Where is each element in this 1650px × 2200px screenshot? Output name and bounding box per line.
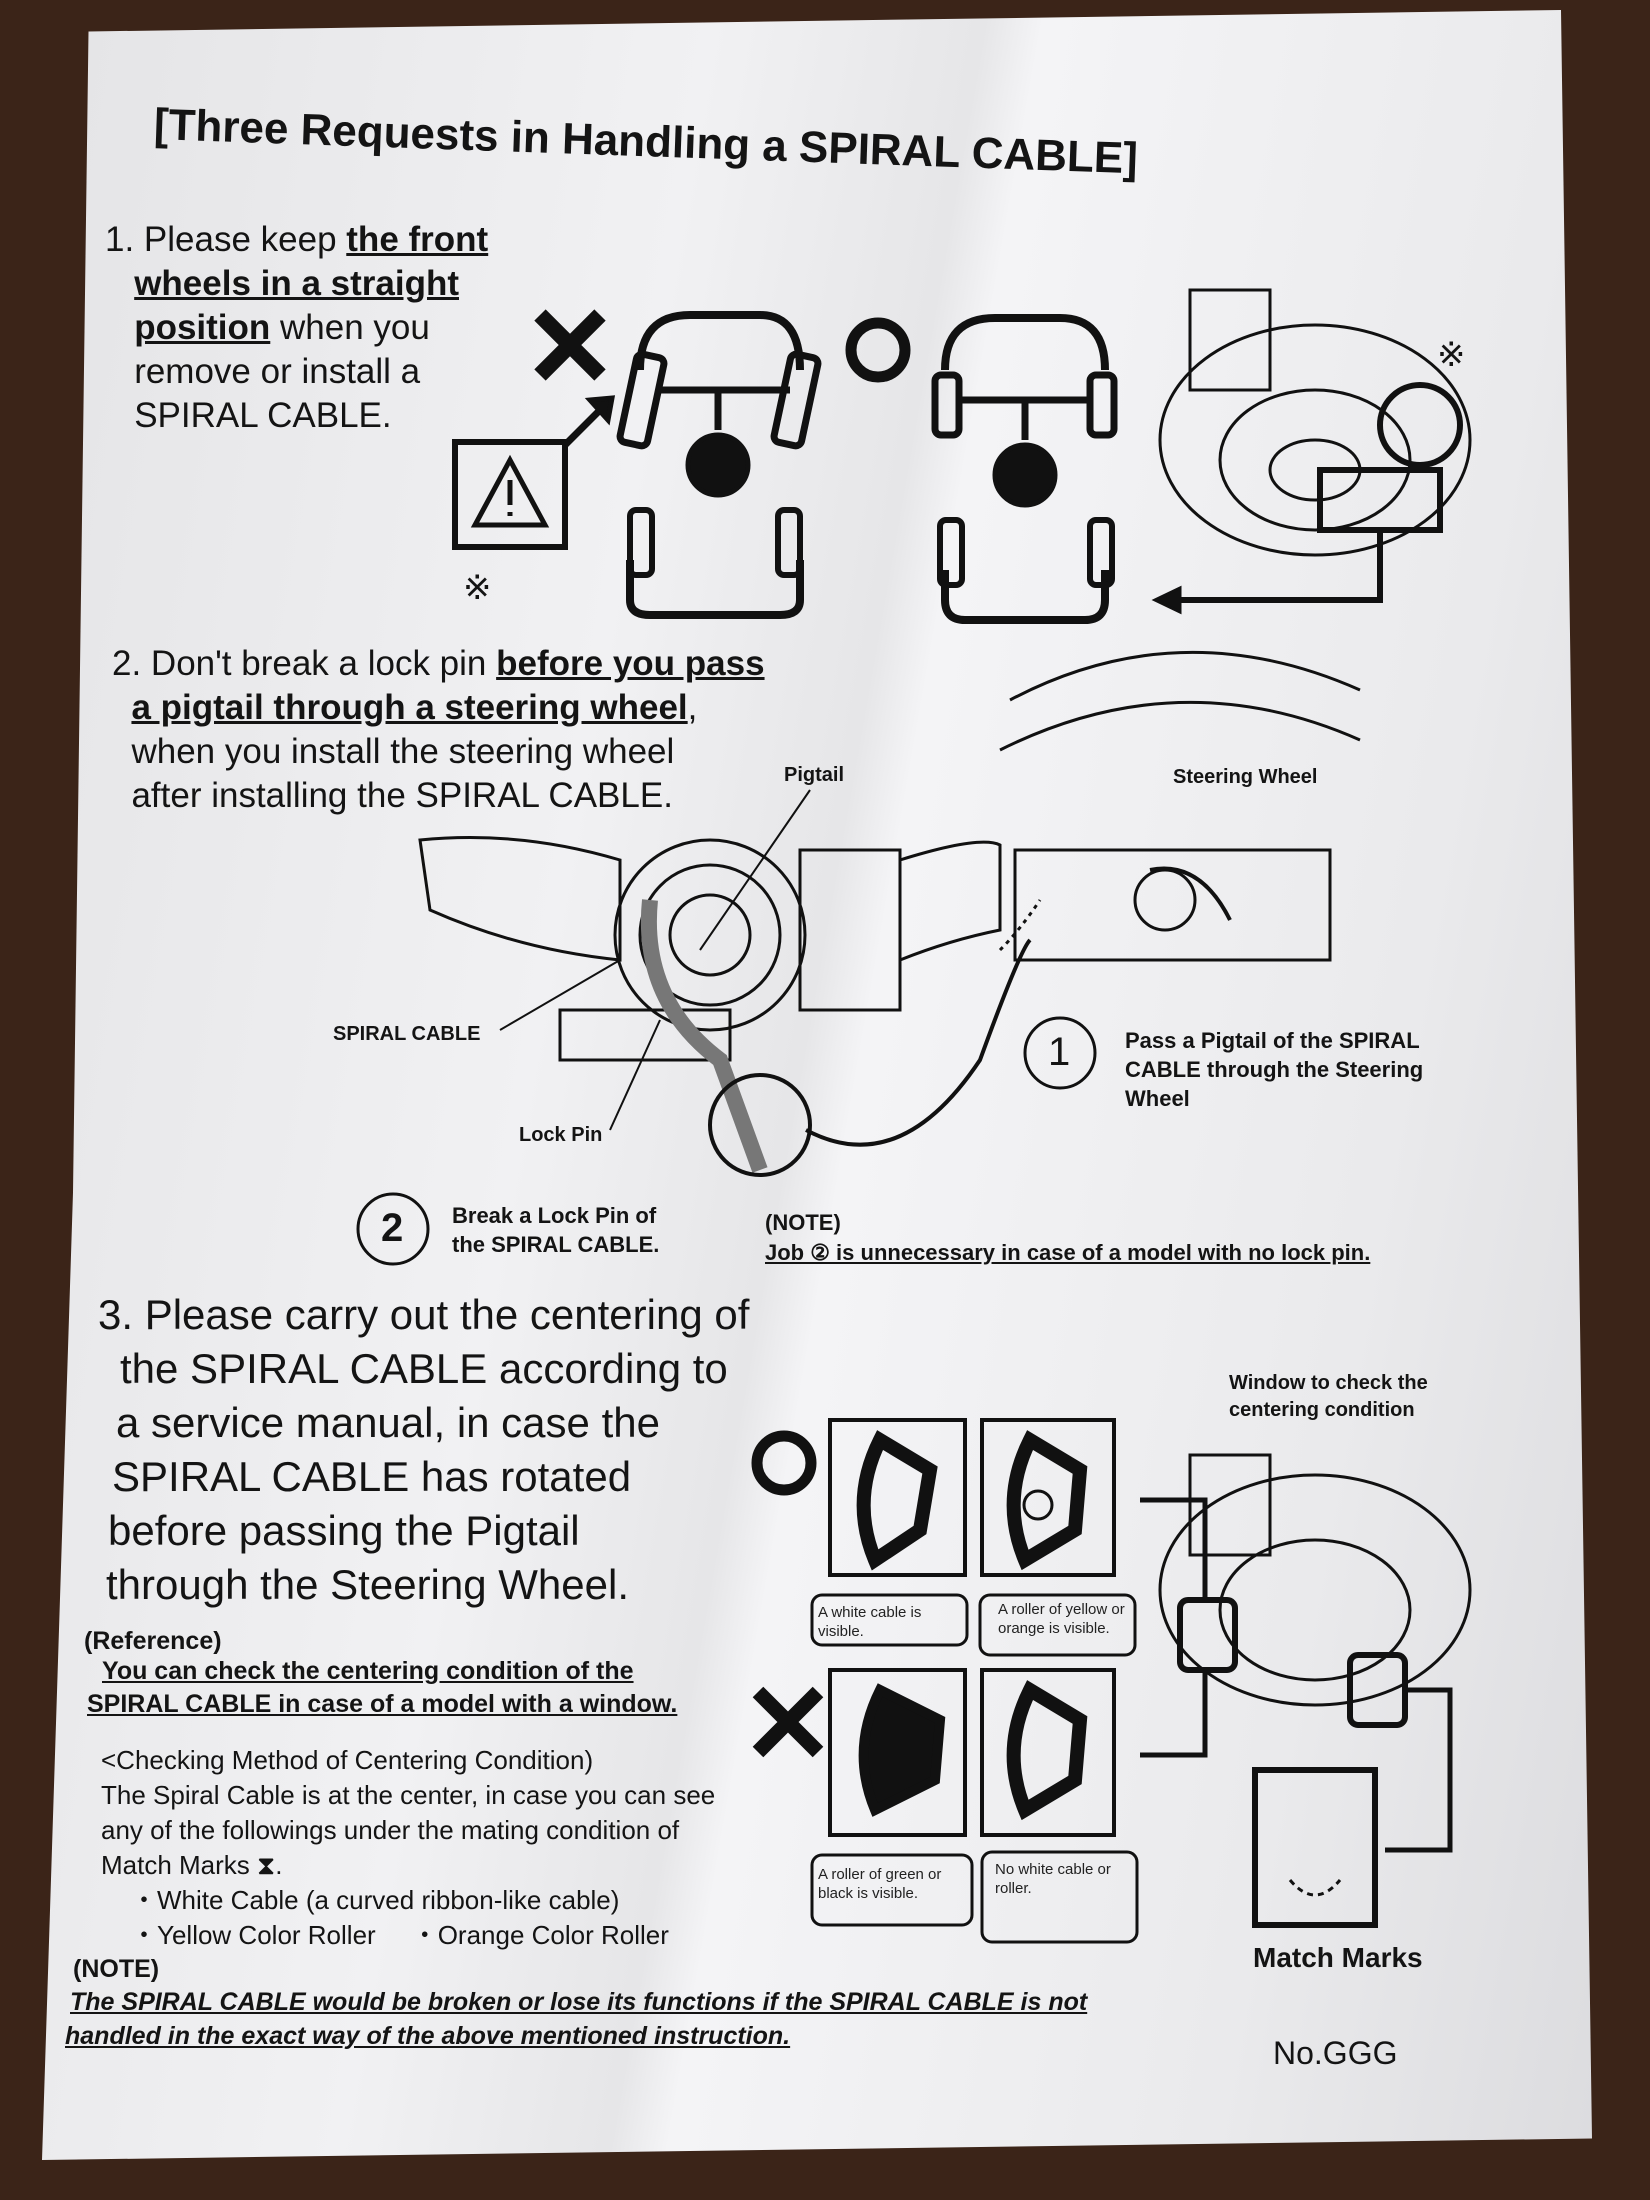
checking-bullet: ・Yellow Color Roller — [131, 1920, 376, 1950]
ok-mark-icon — [845, 317, 911, 383]
steering-wheel-label: Steering Wheel — [1173, 766, 1318, 788]
item-3-line: SPIRAL CABLE has rotated — [112, 1453, 632, 1500]
steering-wheel-diagram — [999, 650, 1361, 962]
item-1-emphasis-3: position — [134, 308, 271, 347]
note-mark-icon: ※ — [463, 569, 492, 607]
step-1-number: 1 — [1048, 1030, 1071, 1074]
reference-heading: (Reference) — [84, 1627, 222, 1655]
ok-mark-icon — [751, 1430, 817, 1496]
final-note-line-1: The SPIRAL CABLE would be broken or lose… — [70, 1988, 1088, 2016]
item-2-text: 2. Don't break a lock pin before you pas… — [112, 642, 765, 818]
checking-bullet: ・Orange Color Roller — [411, 1920, 669, 1950]
document-number: No.GGG — [1273, 2035, 1398, 2071]
reference-line-2: SPIRAL CABLE in case of a model with a w… — [87, 1690, 678, 1718]
item-2-emphasis-2: a pigtail through a steering wheel — [131, 688, 688, 727]
callout-green-roller: A roller of green or black is visible. — [818, 1866, 942, 1902]
window-views — [810, 1418, 1139, 1944]
note-2-text: Job ② is unnecessary in case of a model … — [765, 1240, 1371, 1265]
steering-column-diagram — [418, 789, 1042, 1177]
car-wheels-straight-diagram — [931, 314, 1118, 624]
note-2-heading: (NOTE) — [765, 1210, 841, 1235]
item-3-line: a service manual, in case the — [116, 1399, 660, 1446]
window-check-label: Window to check the centering condition — [1229, 1372, 1428, 1421]
item-3-text: 3. Please carry out the centering of the… — [98, 1288, 749, 1612]
car-wheels-turned-diagram — [616, 311, 822, 619]
spiral-cable-window-diagram — [1140, 1453, 1472, 1928]
reference-line-1: You can check the centering condition of… — [102, 1657, 634, 1685]
checking-line: any of the followings under the mating c… — [101, 1815, 680, 1845]
ng-mark-icon — [534, 309, 606, 381]
final-note-line-2: handled in the exact way of the above me… — [65, 2022, 791, 2050]
checking-line: The Spiral Cable is at the center, in ca… — [101, 1780, 716, 1810]
item-2-prefix: 2. Don't break a lock pin — [112, 644, 497, 683]
item-1-emphasis-1: the front — [346, 220, 489, 259]
warning-icon — [452, 395, 616, 550]
item-1-line-4: remove or install a — [134, 352, 421, 391]
item-1-line-5: SPIRAL CABLE. — [134, 396, 392, 435]
ng-mark-icon — [752, 1686, 824, 1758]
spiral-cable-unit-diagram — [1151, 288, 1472, 615]
step-1-text: Pass a Pigtail of the SPIRAL CABLE throu… — [1125, 1028, 1424, 1111]
item-2-comma: , — [687, 688, 698, 727]
callout-no-cable: No white cable or roller. — [995, 1861, 1111, 1897]
item-3-line: 3. Please carry out the centering of — [98, 1291, 750, 1338]
item-1-rest: when you — [270, 308, 430, 347]
item-2-emphasis-1: before you pass — [496, 644, 765, 683]
pigtail-label: Pigtail — [784, 764, 845, 786]
callout-yellow-roller: A roller of yellow or orange is visible. — [998, 1601, 1125, 1637]
spiral-cable-label: SPIRAL CABLE — [333, 1023, 481, 1045]
checking-bullet: ・White Cable (a curved ribbon-like cable… — [131, 1885, 620, 1915]
step-1-circle — [1023, 1016, 1097, 1090]
match-marks-label: Match Marks — [1253, 1942, 1423, 1973]
final-note-heading: (NOTE) — [73, 1955, 160, 1983]
item-1-prefix: 1. Please keep — [105, 220, 347, 259]
item-3-line: through the Steering Wheel. — [106, 1561, 629, 1608]
checking-line: Match Marks ⧗. — [101, 1850, 283, 1880]
checking-heading: <Checking Method of Centering Condition) — [101, 1745, 594, 1775]
note-mark-icon: ※ — [1437, 336, 1466, 374]
item-3-line: before passing the Pigtail — [108, 1507, 580, 1554]
step-2-number: 2 — [381, 1206, 404, 1250]
item-3-line: the SPIRAL CABLE according to — [120, 1345, 728, 1392]
step-2-circle — [356, 1192, 430, 1266]
item-1-text: 1. Please keep the front wheels in a str… — [105, 218, 488, 438]
step-2-text: Break a Lock Pin of the SPIRAL CABLE. — [452, 1203, 660, 1257]
item-2-line-3: when you install the steering wheel — [131, 732, 675, 771]
callout-white-cable: A white cable is visible. — [818, 1604, 922, 1640]
item-2-line-4: after installing the SPIRAL CABLE. — [131, 776, 673, 815]
lock-pin-label: Lock Pin — [519, 1124, 603, 1146]
item-1-emphasis-2: wheels in a straight — [134, 264, 459, 303]
checking-method: <Checking Method of Centering Condition)… — [101, 1743, 715, 1953]
